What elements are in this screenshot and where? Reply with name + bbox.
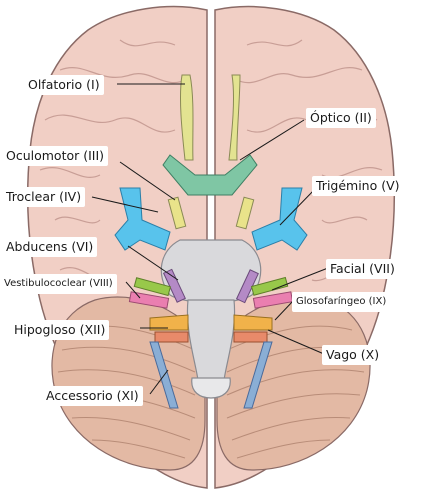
label-troclear: Troclear (IV) [2,187,86,207]
optic-chiasm [162,154,258,196]
label-facial: Facial (VII) [326,259,399,279]
label-oculomotor: Oculomotor (III) [2,146,109,166]
label-hipogloso: Hipogloso (XII) [10,320,110,340]
label-trigemino: Trigémino (V) [312,176,404,196]
trigeminal-nerves [114,187,308,251]
olfactory-left [180,74,194,161]
olfactory-nerves [180,74,241,161]
label-vago: Vago (X) [322,345,384,365]
spinal-cord-section [191,377,231,399]
cn-3-4-6 [162,196,259,304]
brainstem [160,239,262,399]
leader-lines [91,83,329,395]
label-vestibulococlear: Vestibulococlear (VIII) [0,274,117,294]
label-olfatorio: Olfatorio (I) [24,75,104,95]
label-abducens: Abducens (VI) [2,237,98,257]
olfactory-right [228,74,241,161]
label-glosofaringeo: Glosofaríngeo (IX) [292,292,391,312]
label-optico: Óptico (II) [306,108,376,128]
label-accessorio: Accessorio (XI) [42,386,143,406]
